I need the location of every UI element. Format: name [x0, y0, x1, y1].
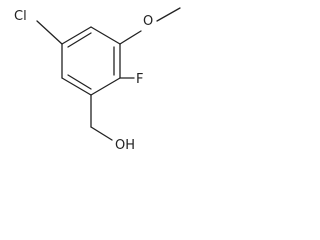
chlorine-label: Cl	[14, 9, 27, 24]
ring-bond-c5-c6	[61, 77, 92, 96]
molecule-drawing: Cl O F OH	[14, 7, 181, 153]
ring-bond-c1-c2	[61, 26, 92, 45]
double-bond-c5-c6	[67, 74, 92, 90]
ring-bond-c4-c5	[90, 77, 121, 96]
hydroxyl-label: OH	[115, 138, 135, 153]
bond-c-cl	[36, 20, 63, 45]
double-bond-c1-c2	[67, 32, 92, 48]
bond-ch2-oh	[90, 126, 113, 141]
ring-bond-c2-c3	[90, 26, 121, 45]
bond-c-o	[119, 30, 142, 45]
bond-o-methyl	[156, 7, 181, 22]
fluorine-label: F	[136, 72, 143, 87]
oxygen-label: O	[143, 14, 153, 29]
structure-diagram: Cl O F OH	[0, 0, 191, 157]
